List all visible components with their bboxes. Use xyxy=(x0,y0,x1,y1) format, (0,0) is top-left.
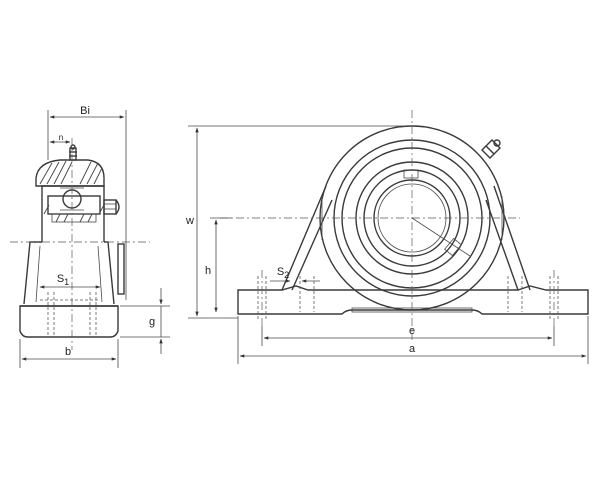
side-view-housing-cap xyxy=(35,159,105,187)
dimension-label-b: b xyxy=(65,346,71,358)
s1-main-text: S xyxy=(57,273,64,285)
side-view-dimensions: Bi n S1 b g xyxy=(19,105,170,368)
set-screw-icon xyxy=(103,199,120,215)
side-view xyxy=(10,138,150,350)
s2-subscript-text: 2 xyxy=(284,270,289,280)
dimension-label-g: g xyxy=(149,316,155,328)
dimension-label-w: w xyxy=(185,215,194,227)
front-view xyxy=(220,110,589,340)
grease-nipple-icon xyxy=(69,144,77,161)
dimension-label-n: n xyxy=(59,133,63,142)
s2-main-text: S xyxy=(277,266,284,278)
front-grease-nipple-icon xyxy=(481,139,501,159)
dimension-label-s2: S2 xyxy=(277,266,289,280)
dimension-label-s1: S1 xyxy=(57,273,69,287)
dimension-label-a: a xyxy=(409,343,416,355)
dimension-label-h: h xyxy=(205,265,211,277)
front-view-base xyxy=(237,285,589,315)
s1-subscript-text: 1 xyxy=(64,277,69,287)
dimension-label-e: e xyxy=(409,325,415,337)
side-view-hatching xyxy=(39,160,105,215)
dimension-label-bi: Bi xyxy=(80,105,90,117)
front-view-dimensions: w h S2 e a xyxy=(185,125,589,364)
side-view-base xyxy=(19,305,119,338)
